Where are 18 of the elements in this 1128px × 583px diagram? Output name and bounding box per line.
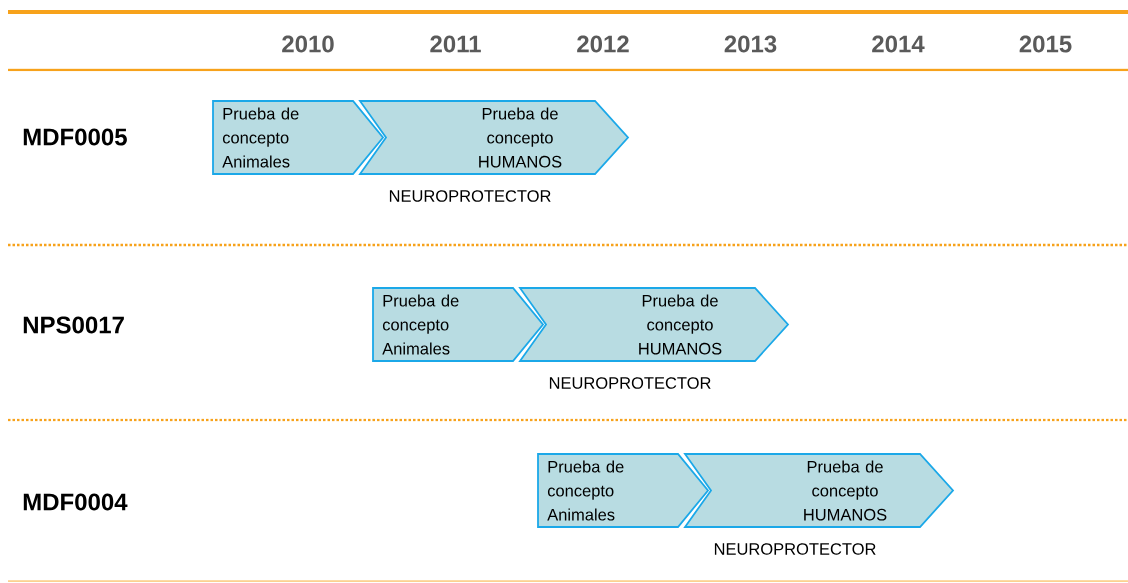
year-label: 2015 <box>1019 35 1072 53</box>
year-label: 2012 <box>577 35 629 53</box>
chevron: Prueba de concepto Animales <box>212 100 385 175</box>
phase-caption: NEUROPROTECTOR <box>714 543 876 555</box>
year-label: 2014 <box>872 35 925 53</box>
row-label: NPS0017 <box>23 316 124 334</box>
row-label: MDF0005 <box>23 128 127 146</box>
chevron: Prueba de concepto Animales <box>537 453 710 528</box>
chevron: Prueba de concepto HUMANOS <box>683 453 955 528</box>
chevron: Prueba de concepto Animales <box>372 287 545 362</box>
phase-caption: NEUROPROTECTOR <box>549 377 711 389</box>
chevron: Prueba de concepto HUMANOS <box>518 287 790 362</box>
year-label: 2011 <box>430 35 481 53</box>
chevron: Prueba de concepto HUMANOS <box>358 100 630 175</box>
row-label: MDF0004 <box>23 493 128 511</box>
year-label: 2010 <box>282 35 334 53</box>
year-label: 2013 <box>724 35 777 53</box>
phase-caption: NEUROPROTECTOR <box>389 190 551 202</box>
